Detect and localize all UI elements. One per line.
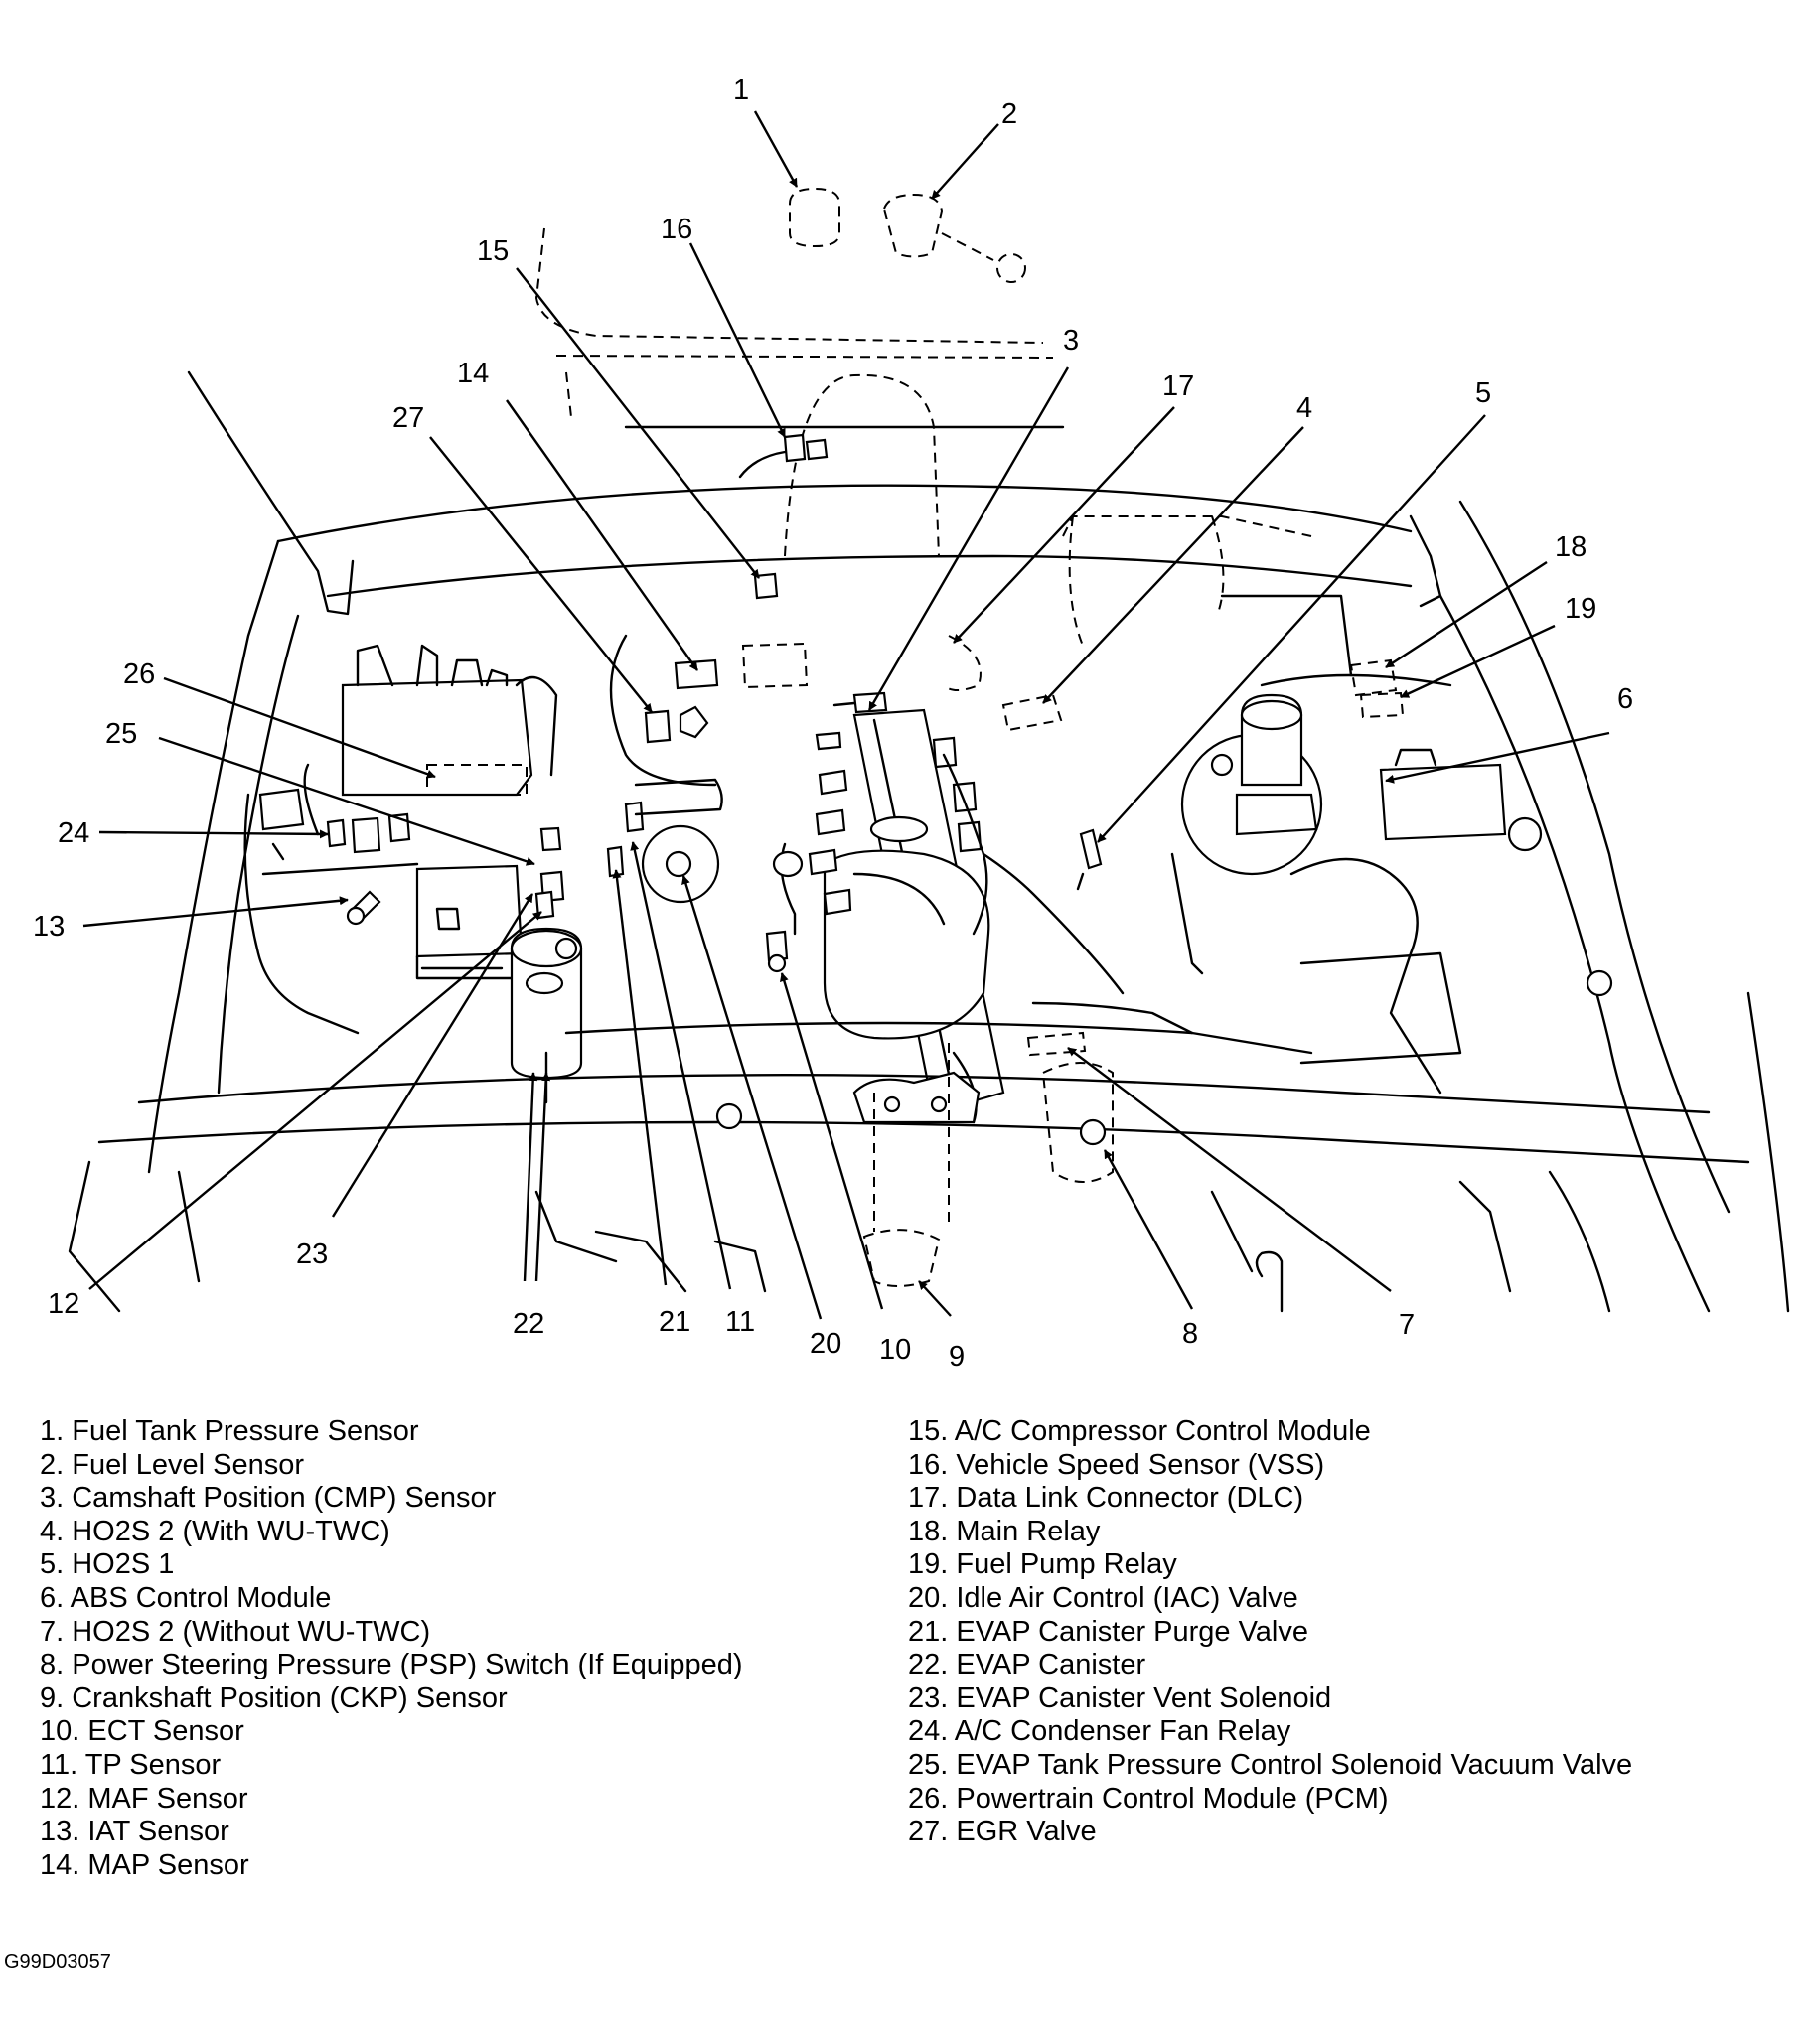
legend-item: 20. Idle Air Control (IAC) Valve	[908, 1581, 1298, 1614]
callout-22: 22	[513, 1308, 544, 1340]
callout-14: 14	[457, 358, 489, 389]
legend-item: 6. ABS Control Module	[40, 1581, 332, 1614]
legend-item: 17. Data Link Connector (DLC)	[908, 1482, 1304, 1515]
callout-27: 27	[392, 402, 424, 434]
legend-item: 22. EVAP Canister	[908, 1649, 1146, 1681]
callout-2: 2	[1001, 98, 1017, 130]
engine-component-locator-diagram: 1 2 3 4 5 6 7 8 9 10 11 12 13 14 15 16 1…	[33, 74, 1790, 1373]
callout-21: 21	[659, 1306, 690, 1338]
callout-5: 5	[1475, 377, 1491, 409]
callout-10: 10	[879, 1334, 911, 1366]
legend-item: 7. HO2S 2 (Without WU-TWC)	[40, 1615, 431, 1648]
legend-item: 21. EVAP Canister Purge Valve	[908, 1615, 1308, 1648]
legend-item: 15. A/C Compressor Control Module	[908, 1415, 1371, 1447]
legend-item: 3. Camshaft Position (CMP) Sensor	[40, 1482, 497, 1515]
callout-18: 18	[1555, 531, 1587, 563]
callout-3: 3	[1063, 325, 1079, 357]
callout-16: 16	[661, 214, 692, 245]
legend-left-column: 1. Fuel Tank Pressure Sensor 2. Fuel Lev…	[40, 1415, 743, 1882]
legend-item: 26. Powertrain Control Module (PCM)	[908, 1782, 1389, 1815]
callout-11: 11	[725, 1306, 755, 1338]
legend-item: 14. MAP Sensor	[40, 1848, 249, 1881]
callout-19: 19	[1565, 593, 1596, 625]
callout-25: 25	[105, 718, 137, 750]
legend-item: 9. Crankshaft Position (CKP) Sensor	[40, 1681, 508, 1714]
callout-6: 6	[1617, 683, 1633, 715]
legend-right-column: 15. A/C Compressor Control Module 16. Ve…	[908, 1415, 1632, 1849]
legend-item: 1. Fuel Tank Pressure Sensor	[40, 1415, 419, 1447]
legend-item: 13. IAT Sensor	[40, 1816, 229, 1848]
legend-item: 23. EVAP Canister Vent Solenoid	[908, 1681, 1332, 1714]
callout-7: 7	[1399, 1309, 1415, 1341]
callout-23: 23	[296, 1239, 328, 1270]
legend-item: 8. Power Steering Pressure (PSP) Switch …	[40, 1649, 743, 1681]
legend-item: 18. Main Relay	[908, 1515, 1101, 1547]
callout-26: 26	[123, 658, 155, 690]
legend-item: 2. Fuel Level Sensor	[40, 1448, 304, 1481]
callout-13: 13	[33, 911, 65, 943]
legend-item: 11. TP Sensor	[40, 1748, 222, 1781]
legend-item: 4. HO2S 2 (With WU-TWC)	[40, 1515, 390, 1547]
leader-lines	[82, 110, 1610, 1320]
callout-20: 20	[810, 1328, 841, 1360]
callout-9: 9	[949, 1341, 965, 1373]
callout-12: 12	[48, 1288, 79, 1320]
legend-item: 25. EVAP Tank Pressure Control Solenoid …	[908, 1748, 1633, 1781]
callout-8: 8	[1182, 1318, 1198, 1350]
legend-item: 19. Fuel Pump Relay	[908, 1548, 1177, 1581]
legend-item: 5. HO2S 1	[40, 1548, 175, 1581]
callout-4: 4	[1296, 392, 1312, 424]
legend-item: 10. ECT Sensor	[40, 1715, 244, 1748]
figure-code: G99D03057	[4, 1951, 111, 1972]
legend-item: 24. A/C Condenser Fan Relay	[908, 1715, 1291, 1748]
callout-17: 17	[1162, 370, 1194, 402]
callout-24: 24	[58, 817, 89, 849]
callout-15: 15	[477, 235, 509, 267]
legend-item: 16. Vehicle Speed Sensor (VSS)	[908, 1448, 1325, 1481]
legend-item: 27. EGR Valve	[908, 1816, 1097, 1848]
callout-1: 1	[733, 74, 749, 106]
callout-numbers: 1 2 3 4 5 6 7 8 9 10 11 12 13 14 15 16 1…	[33, 74, 1633, 1373]
legend-item: 12. MAF Sensor	[40, 1782, 248, 1815]
